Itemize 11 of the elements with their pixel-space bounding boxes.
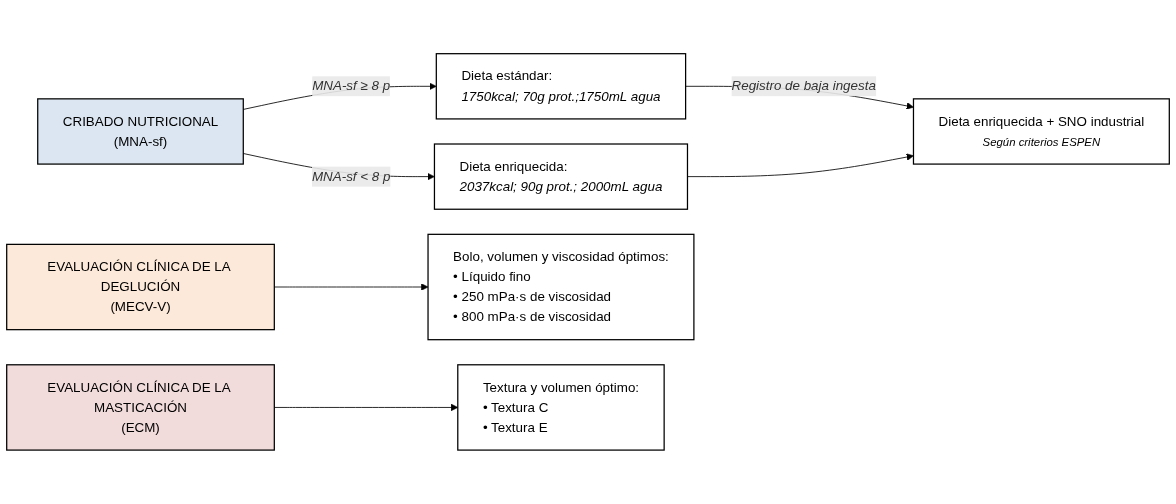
node-box: EVALUACIÓN CLÍNICA DE LA DEGLUCIÓN (MECV-V) xyxy=(6,243,275,331)
node-box: Dieta enriquecida: 2037kcal; 90g prot.; 2000mL agua xyxy=(433,143,689,210)
edge-label: MNA-sf < 8 p xyxy=(311,169,391,184)
node-box: Dieta enriquecida + SNO industrial Según criterios ESPEN xyxy=(912,98,1170,165)
node-box: Dieta estándar: 1750kcal; 70g prot.;1750mL agua xyxy=(435,53,687,120)
node-box: EVALUACIÓN CLÍNICA DE LA MASTICACIÓN (ECM) xyxy=(6,364,275,451)
edge-label: MNA-sf ≥ 8 p xyxy=(312,78,391,94)
node-box: CRIBADO NUTRICIONAL (MNA-sf) xyxy=(37,98,244,165)
edge-label: Registro de baja ingesta xyxy=(731,78,876,94)
node-box: Textura y volumen óptimo: • Textura C • Textura E xyxy=(457,364,665,451)
node-box: Bolo, volumen y viscosidad óptimos: • Líquido fino • 250 mPa·s de viscosidad • 800 mPa·s de viscosidad xyxy=(427,233,695,341)
